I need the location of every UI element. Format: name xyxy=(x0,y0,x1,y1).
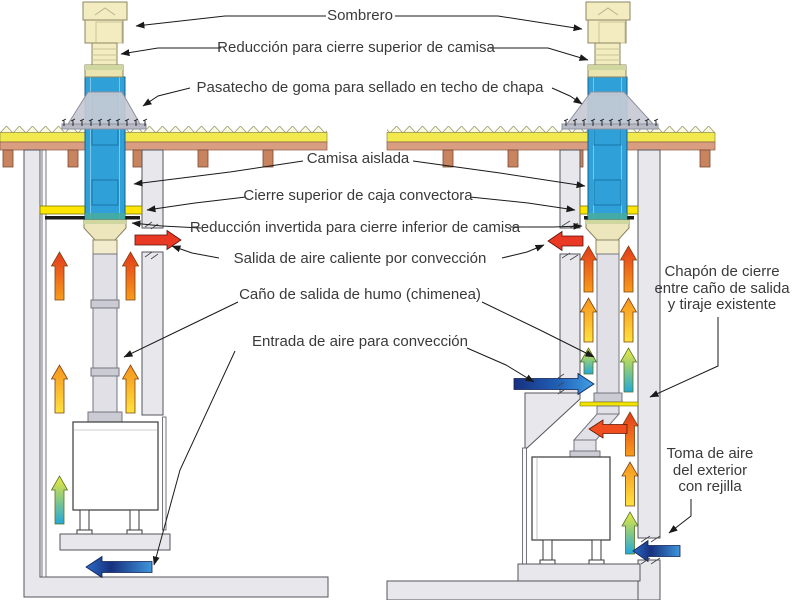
closure-plate-chapon xyxy=(579,401,639,407)
label-salida-aire: Salida de aire caliente por convección xyxy=(233,250,487,267)
leader-pasatecho-right xyxy=(551,87,583,105)
exterior-air-intake-arrow xyxy=(632,539,681,563)
flue-left-wall-lower xyxy=(559,253,581,396)
leader-reduccion-sup-left xyxy=(120,47,221,57)
hot-air-up-arrows-left xyxy=(50,251,140,525)
leader-sombrero-right xyxy=(395,15,583,32)
leader-toma xyxy=(668,499,692,534)
leader-entrada-left xyxy=(152,350,236,566)
roof-flashing-right xyxy=(561,91,659,130)
stove-left xyxy=(59,421,171,551)
flue-left-wall-upper xyxy=(559,149,581,229)
chimney-cap-right xyxy=(585,1,631,78)
metal-roof-left xyxy=(0,126,328,168)
floor-right xyxy=(386,580,661,600)
hot-air-out-arrow-right xyxy=(547,230,584,252)
leader-cierre-right xyxy=(469,196,576,213)
leader-pasatecho-left xyxy=(142,87,191,107)
label-pasatecho: Pasatecho de goma para sellado en techo … xyxy=(196,79,544,96)
leader-camisa-right xyxy=(412,160,586,189)
inverted-reduction-left xyxy=(83,219,127,255)
leader-cano-left xyxy=(123,301,239,358)
leader-salida-right xyxy=(501,244,545,259)
stove-plinth-right xyxy=(517,563,641,582)
exterior-wall-right-upper xyxy=(637,149,661,539)
leader-sombrero-left xyxy=(135,15,326,29)
convection-box-right-wall-upper xyxy=(141,149,164,229)
leader-camisa-left xyxy=(133,160,304,187)
stove-side-panel-right xyxy=(522,447,527,566)
leader-reduccion-sup-right xyxy=(490,47,589,61)
flashing-screws-right xyxy=(563,118,659,126)
leader-entrada-right xyxy=(466,347,535,383)
label-sombrero: Sombrero xyxy=(327,7,393,24)
leader-chapon xyxy=(649,317,719,398)
leader-lines xyxy=(120,15,719,566)
roof-rafters-left xyxy=(2,149,274,168)
right-installation xyxy=(386,1,681,600)
flashing-screws-left xyxy=(61,118,148,126)
stove-right xyxy=(517,456,641,582)
leader-salida-left xyxy=(171,245,220,259)
hot-air-elbow-arrow-right xyxy=(588,419,628,439)
convection-box-right-wall-lower xyxy=(141,251,164,416)
leader-reduccion-inv-right xyxy=(510,222,583,230)
roof-flashing-left xyxy=(61,91,148,130)
stove-plinth-left xyxy=(59,533,171,551)
metal-roof-right xyxy=(386,126,716,168)
outer-wall-left xyxy=(23,149,329,598)
label-cano-salida: Caño de salida de humo (chimenea) xyxy=(239,286,481,303)
smoke-pipe-left xyxy=(87,253,123,423)
smoke-pipe-right xyxy=(593,253,623,403)
label-cierre-superior: Cierre superior de caja convectora xyxy=(243,187,473,204)
inverted-reduction-right xyxy=(585,219,630,255)
label-reduccion-invertida: Reducción invertida para cierre inferior… xyxy=(189,219,521,236)
stove-back-panel-left xyxy=(162,416,167,531)
hot-air-out-arrow-left xyxy=(134,229,182,251)
label-camisa-aislada: Camisa aislada xyxy=(306,150,410,167)
cool-air-in-arrow-left xyxy=(85,555,153,579)
label-chapon-cierre: Chapón de cierre entre caño de salida y … xyxy=(654,263,790,313)
label-entrada-aire: Entrada de aire para convección xyxy=(252,333,468,350)
convection-box-left-panel xyxy=(41,149,47,578)
leader-reduccion-inv-left xyxy=(131,220,202,229)
leader-cierre-left xyxy=(146,196,247,213)
leader-cano-right xyxy=(481,301,595,358)
chimney-breast-hood xyxy=(524,392,581,449)
label-toma-aire: Toma de aire del exterior con rejilla xyxy=(666,445,754,495)
exterior-wall-right-lower xyxy=(637,559,661,600)
label-reduccion-superior: Reducción para cierre superior de camisa xyxy=(217,39,495,56)
left-installation xyxy=(23,1,329,598)
chimney-cap-left xyxy=(82,1,128,78)
